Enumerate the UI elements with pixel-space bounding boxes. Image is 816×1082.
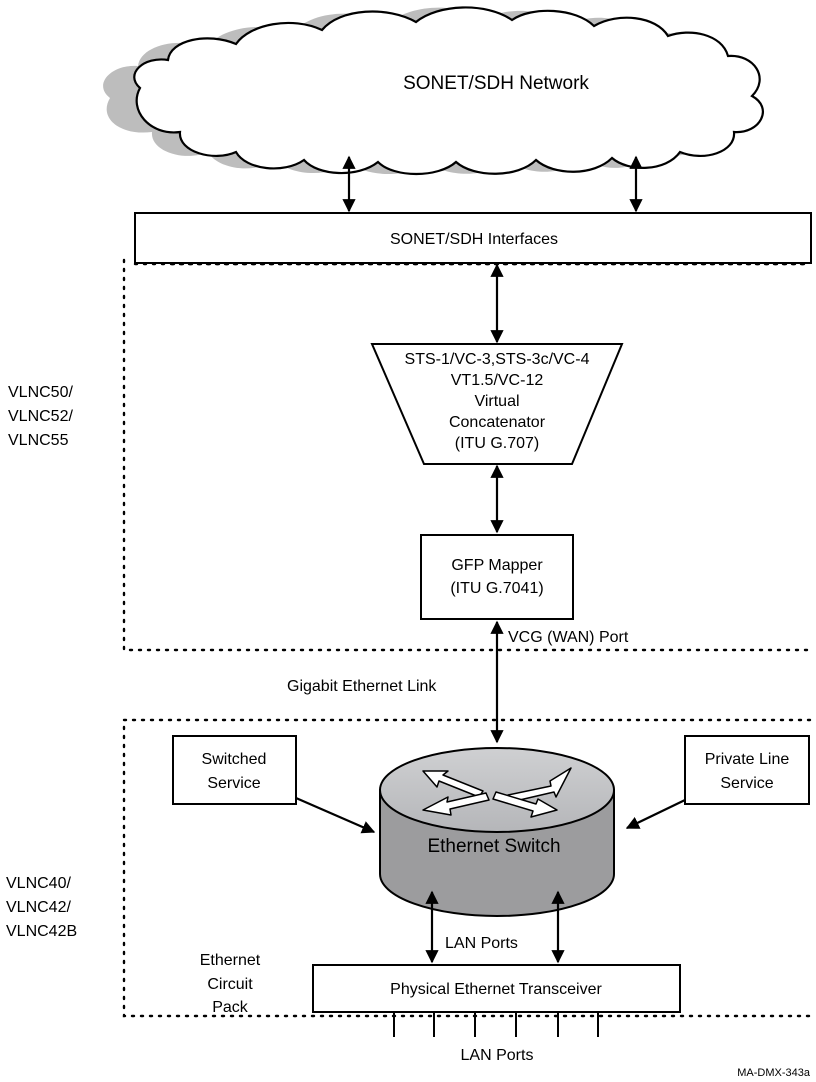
circuit-pack-line-1: Ethernet xyxy=(200,952,261,969)
private-line-service-arrow xyxy=(625,799,686,829)
switched-service-arrow xyxy=(295,796,376,834)
vcg-wan-port-label: VCG (WAN) Port xyxy=(508,629,629,646)
lower-region-label-1: VLNC40/ xyxy=(6,875,71,892)
sonet-sdh-interfaces-box xyxy=(134,212,812,264)
lan-ports-lower-label: LAN Ports xyxy=(461,1047,534,1064)
concatenator-line-2: VT1.5/VC-12 xyxy=(451,372,544,389)
ethernet-switch: Ethernet Switch xyxy=(379,747,615,917)
upper-region-outline xyxy=(122,258,812,652)
transceiver-label: Physical Ethernet Transceiver xyxy=(390,981,602,998)
sonet-sdh-interfaces-label: SONET/SDH Interfaces xyxy=(390,231,558,248)
lan-port-lines xyxy=(393,1012,599,1037)
concatenator-line-1: STS-1/VC-3,STS-3c/VC-4 xyxy=(405,351,590,368)
lan-ports-upper-label: LAN Ports xyxy=(445,935,518,952)
switch-top xyxy=(379,747,615,833)
upper-region-label-3: VLNC55 xyxy=(8,432,69,449)
concatenator-line-3: Virtual xyxy=(474,393,519,410)
switched-service-line-2: Service xyxy=(207,775,260,792)
gfp-mapper-line-1: GFP Mapper xyxy=(451,557,543,574)
gigabit-ethernet-link-label: Gigabit Ethernet Link xyxy=(287,678,437,695)
private-line-service-line-1: Private Line xyxy=(705,751,790,768)
upper-region-label-2: VLNC52/ xyxy=(8,408,73,425)
lower-region-label-3: VLNC42B xyxy=(6,923,77,940)
ethernet-switch-label: Ethernet Switch xyxy=(427,836,560,857)
lower-region-label-2: VLNC42/ xyxy=(6,899,71,916)
concatenator-line-4: Concatenator xyxy=(449,414,546,431)
lower-region-outline xyxy=(122,718,812,1018)
circuit-pack-line-3: Pack xyxy=(212,999,249,1016)
virtual-concatenator-trapezoid xyxy=(370,343,624,465)
cloud-front xyxy=(133,6,764,176)
circuit-pack-line-2: Circuit xyxy=(207,976,253,993)
concatenator-line-5: (ITU G.707) xyxy=(455,435,539,452)
physical-ethernet-transceiver-box xyxy=(312,964,681,1013)
switched-service-box xyxy=(172,735,297,805)
network-label: SONET/SDH Network xyxy=(403,73,589,94)
figure-id-label: MA-DMX-343a xyxy=(737,1067,811,1079)
gfp-mapper-box xyxy=(420,534,574,620)
switched-service-line-1: Switched xyxy=(202,751,267,768)
switch-direction-arrows-icon xyxy=(422,767,572,818)
private-line-service-line-2: Service xyxy=(720,775,773,792)
upper-region-label-1: VLNC50/ xyxy=(8,384,73,401)
sonet-sdh-network-cloud: SONET/SDH Network xyxy=(103,6,764,176)
private-line-service-box xyxy=(684,735,810,805)
gfp-mapper-line-2: (ITU G.7041) xyxy=(450,580,543,597)
